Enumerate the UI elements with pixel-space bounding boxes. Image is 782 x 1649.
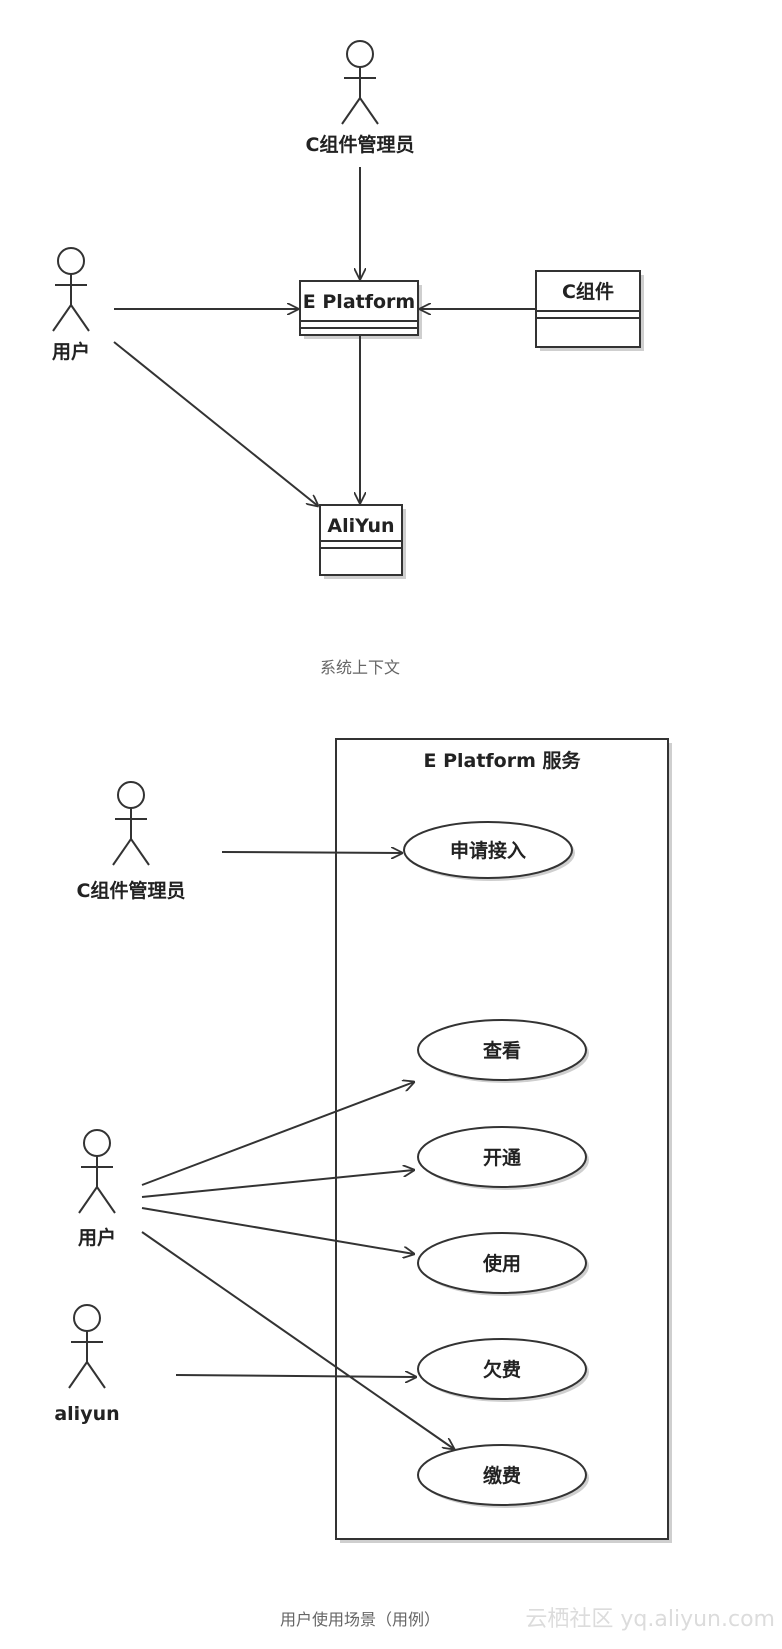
- usecase-diagram: E Platform 服务 申请接入 查看 开通 使用 欠费: [54, 738, 672, 1629]
- use-case-label: 申请接入: [450, 839, 526, 862]
- user-to-activate-arrow: [141, 1170, 414, 1198]
- actor-label: 用户: [52, 340, 90, 363]
- actor-label: aliyun: [54, 1403, 119, 1425]
- actor-label: C组件管理员: [306, 133, 415, 156]
- context-diagram: C组件管理员 用户 E Platform: [52, 40, 644, 677]
- admin-to-apply-arrow: [221, 852, 402, 853]
- actor-aliyun: aliyun: [54, 1304, 120, 1425]
- actor-label: C组件管理员: [77, 879, 186, 902]
- context-connectors: [113, 167, 536, 506]
- stick-figure-icon: [341, 40, 379, 125]
- context-caption: 系统上下文: [320, 658, 400, 677]
- use-case-arrears: 欠费: [417, 1338, 589, 1402]
- actor-user-top: 用户: [52, 247, 90, 363]
- actor-label: 用户: [78, 1226, 116, 1249]
- usecase-connectors: [141, 852, 454, 1449]
- system-title: E Platform 服务: [423, 749, 581, 772]
- use-case-label: 使用: [482, 1253, 521, 1275]
- stick-figure-icon: [78, 1129, 116, 1214]
- class-aliyun: AliYun: [319, 504, 406, 579]
- user-to-use-arrow: [141, 1207, 414, 1254]
- stick-figure-icon: [52, 247, 90, 332]
- use-case-apply-access: 申请接入: [403, 821, 575, 881]
- user-to-pay-arrow: [141, 1231, 454, 1449]
- user-to-view-arrow: [141, 1082, 414, 1186]
- actor-component-admin-top: C组件管理员: [306, 40, 415, 156]
- stick-figure-icon: [112, 781, 150, 866]
- user-to-aliyun-arrow: [113, 341, 318, 506]
- use-case-pay: 缴费: [417, 1444, 589, 1508]
- use-case-activate: 开通: [417, 1126, 589, 1190]
- aliyun-to-arrears-arrow: [175, 1375, 416, 1377]
- use-case-label: 欠费: [483, 1358, 521, 1381]
- class-name: E Platform: [303, 291, 415, 313]
- use-case-view: 查看: [417, 1019, 589, 1083]
- watermark: 云栖社区 yq.aliyun.com: [525, 1607, 775, 1632]
- usecase-caption: 用户使用场景（用例）: [280, 1610, 440, 1629]
- class-name: AliYun: [327, 515, 394, 537]
- use-case-label: 缴费: [483, 1464, 521, 1487]
- use-case-use: 使用: [417, 1232, 589, 1296]
- use-case-label: 开通: [483, 1147, 522, 1169]
- class-e-platform: E Platform: [299, 280, 422, 339]
- stick-figure-icon: [68, 1304, 106, 1389]
- class-c-component: C组件: [535, 270, 644, 351]
- actor-user-bottom: 用户: [78, 1129, 116, 1249]
- actor-component-admin-bottom: C组件管理员: [77, 781, 186, 902]
- use-case-label: 查看: [482, 1039, 521, 1062]
- class-name: C组件: [562, 280, 614, 303]
